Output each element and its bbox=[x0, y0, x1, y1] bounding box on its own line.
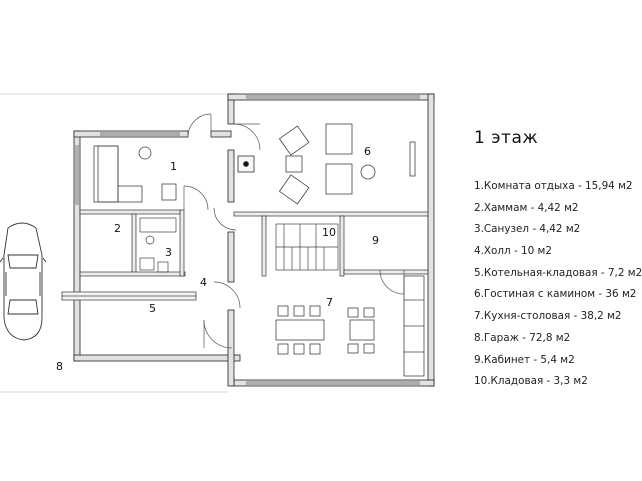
room-item-2: 2.Хаммам - 4,42 м2 bbox=[474, 201, 579, 214]
floor-title: 1 этаж bbox=[474, 128, 539, 148]
room-label-9: 9 bbox=[372, 234, 379, 247]
room-label-2: 2 bbox=[114, 222, 121, 235]
room-item-9: 9.Кабинет - 5,4 м2 bbox=[474, 353, 575, 366]
room-label-3: 3 bbox=[165, 246, 172, 259]
interior-walls bbox=[79, 209, 429, 277]
room-legend: 1 этаж 1.Комната отдыха - 15,94 м2 2.Хам… bbox=[474, 128, 642, 393]
sofa-icon bbox=[93, 145, 177, 203]
room-label-10: 10 bbox=[322, 226, 336, 239]
room-item-4: 4.Холл - 10 м2 bbox=[474, 245, 553, 258]
room-list: 1.Комната отдыха - 15,94 м2 2.Хаммам - 4… bbox=[474, 176, 642, 393]
windows bbox=[75, 95, 420, 385]
car-icon bbox=[0, 222, 47, 341]
room-item-10: 10.Кладовая - 3,3 м2 bbox=[474, 375, 588, 388]
room-item-3: 3.Санузел - 4,42 м2 bbox=[474, 223, 581, 236]
room-item-1: 1.Комната отдыха - 15,94 м2 bbox=[474, 180, 633, 192]
room-item-5: 5.Котельная-кладовая - 7,2 м2 bbox=[474, 266, 642, 279]
bathroom-fixtures bbox=[139, 217, 177, 273]
room-label-6: 6 bbox=[364, 145, 371, 158]
room-label-8: 8 bbox=[56, 360, 63, 373]
fireplace-icon bbox=[237, 155, 255, 173]
room-label-1: 1 bbox=[170, 160, 177, 173]
staircase bbox=[275, 223, 339, 271]
room-label-4: 4 bbox=[200, 276, 207, 289]
garage-outline bbox=[0, 93, 228, 393]
room-item-7: 7.Кухня-столовая - 38,2 м2 bbox=[474, 310, 622, 323]
living-furniture bbox=[278, 123, 416, 205]
room-label-5: 5 bbox=[149, 302, 156, 315]
garage-partition bbox=[61, 291, 197, 301]
outer-walls bbox=[73, 93, 435, 387]
floor-plan: 1 2 3 4 5 6 7 8 9 10 bbox=[0, 93, 435, 393]
room-item-8: 8.Гараж - 72,8 м2 bbox=[474, 331, 571, 344]
room-item-6: 6.Гостиная с камином - 36 м2 bbox=[474, 288, 637, 301]
dining-furniture bbox=[275, 275, 425, 377]
room-label-7: 7 bbox=[326, 296, 333, 309]
